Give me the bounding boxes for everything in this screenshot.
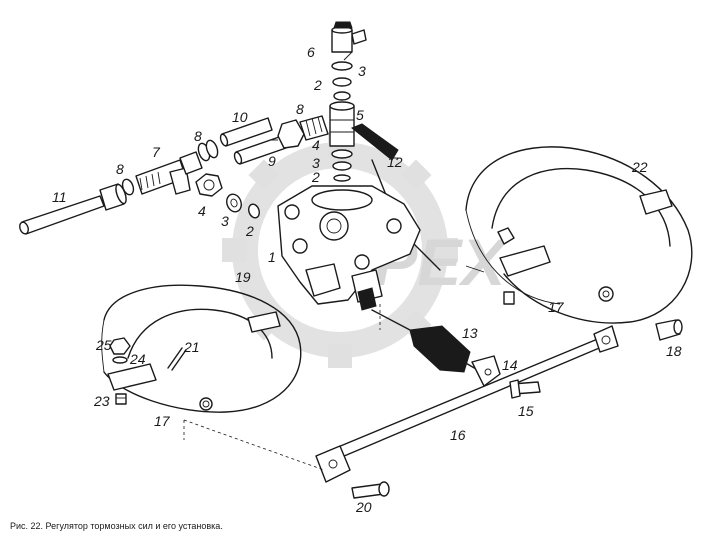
callout-12: 12 <box>387 154 403 170</box>
callout-17: 17 <box>548 299 565 315</box>
callout-labels: 6 3 2 8 10 5 8 7 4 9 3 12 2 8 11 4 3 2 1… <box>52 44 682 515</box>
clamp-22 <box>465 146 693 324</box>
callout-3: 3 <box>358 63 366 79</box>
callout-8: 8 <box>116 161 124 177</box>
callout-3: 3 <box>312 155 320 171</box>
callout-2: 2 <box>313 77 322 93</box>
seal-ring-8c <box>205 139 219 159</box>
nut-4 <box>195 173 223 197</box>
seal-ring-8 <box>121 178 135 196</box>
callout-2: 2 <box>311 169 320 185</box>
callout-6: 6 <box>307 44 315 60</box>
callout-4: 4 <box>198 203 206 219</box>
bracket-14 <box>471 355 501 387</box>
fasteners-23-25 <box>109 337 131 405</box>
leader-lines <box>270 51 485 273</box>
projection-lines <box>183 304 381 471</box>
callout-24: 24 <box>129 351 146 367</box>
bolt-15 <box>509 379 541 399</box>
sleeve-18 <box>655 319 683 341</box>
callout-7: 7 <box>152 144 161 160</box>
regulator-body-1 <box>277 185 421 311</box>
callout-15: 15 <box>518 403 534 419</box>
callout-13: 13 <box>462 325 478 341</box>
figure-caption: Рис. 22. Регулятор тормозных сил и его у… <box>10 521 223 531</box>
callout-16: 16 <box>450 427 466 443</box>
valve-stack <box>329 21 367 182</box>
callout-17: 17 <box>154 413 171 429</box>
callout-20: 20 <box>355 499 372 515</box>
tube-10 <box>219 117 273 147</box>
pin-20 <box>351 481 390 499</box>
callout-9: 9 <box>268 153 276 169</box>
washer-3 <box>226 193 242 213</box>
union-nut <box>277 115 329 149</box>
callout-14: 14 <box>502 357 518 373</box>
callout-8: 8 <box>194 128 202 144</box>
clamp-17 <box>101 284 302 413</box>
pipe-11 <box>19 183 127 235</box>
callout-23: 23 <box>93 393 110 409</box>
callout-10: 10 <box>232 109 248 125</box>
link-rod-16 <box>315 325 619 483</box>
callout-1: 1 <box>268 249 276 265</box>
washer-2 <box>248 203 260 219</box>
callout-25: 25 <box>95 337 112 353</box>
callout-18: 18 <box>666 343 682 359</box>
callout-8: 8 <box>296 101 304 117</box>
callout-19: 19 <box>235 269 251 285</box>
tee-fitting-7 <box>135 151 203 195</box>
cotter-pin-21 <box>167 347 187 371</box>
callout-22: 22 <box>631 159 648 175</box>
callout-5: 5 <box>356 107 364 123</box>
callout-2: 2 <box>245 223 254 239</box>
callout-21: 21 <box>183 339 200 355</box>
callout-4: 4 <box>312 137 320 153</box>
callout-11: 11 <box>52 189 67 205</box>
callout-3: 3 <box>221 213 229 229</box>
